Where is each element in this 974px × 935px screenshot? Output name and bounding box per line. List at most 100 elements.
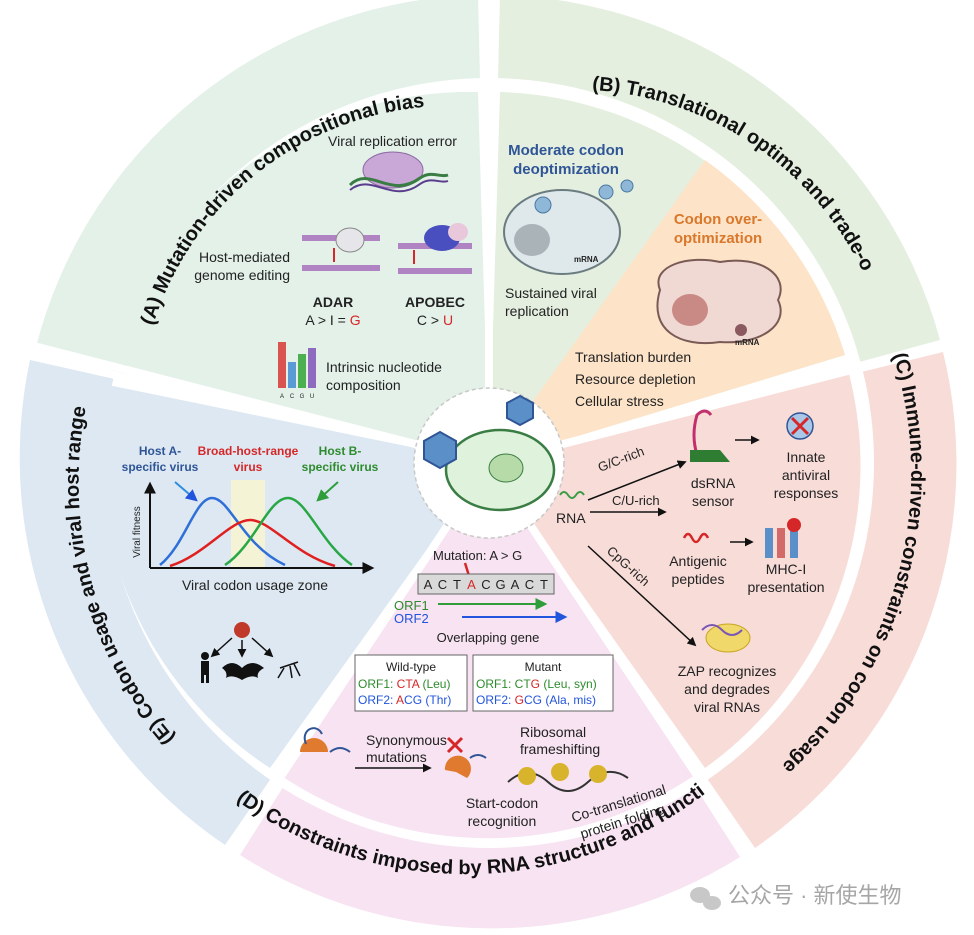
- label-moderate-2: deoptimization: [513, 161, 619, 178]
- label-over-2: optimization: [674, 230, 762, 247]
- apobec-illustration: [398, 223, 472, 274]
- antigenic-peptide-icon: [682, 532, 710, 544]
- label-mrna-b2: mRNA: [735, 338, 760, 347]
- label-frameshift-2: frameshifting: [520, 741, 600, 757]
- label-intrinsic-1: Intrinsic nucleotide: [326, 359, 442, 375]
- label-zap-2: and degrades: [684, 681, 770, 697]
- innate-virus-icon: [786, 412, 814, 440]
- sector-c-inner: [489, 370, 861, 768]
- polysome-illustration: [507, 763, 629, 792]
- adar-illustration: [302, 227, 380, 271]
- wild-type-orf2: ORF2: ACG (Thr): [358, 693, 451, 707]
- label-y-axis: Viral fitness: [132, 506, 143, 558]
- host-icons: [201, 622, 301, 683]
- label-dsrna-1: dsRNA: [691, 475, 736, 491]
- nucleotide-bar-label: U: [310, 394, 314, 400]
- nucleotide-bar-label: C: [290, 394, 295, 400]
- sequence-letter: G: [495, 577, 505, 592]
- label-start-codon-2: recognition: [468, 813, 537, 829]
- label-replication-error: Viral replication error: [328, 133, 457, 149]
- nucleotide-bar: [278, 342, 286, 388]
- label-host-a-1: Host A-: [139, 444, 181, 458]
- label-overlapping: Overlapping gene: [437, 630, 540, 645]
- label-orf1: ORF1: [394, 598, 429, 613]
- zap-illustration: [701, 623, 751, 653]
- section-c-content: RNA G/C-rich C/U-rich CpG-rich dsRNA sen…: [556, 409, 838, 715]
- label-host-editing-1: Host-mediated: [199, 249, 290, 265]
- label-zap-3: viral RNAs: [694, 699, 760, 715]
- curve-host-b: [224, 496, 353, 567]
- nucleotide-bar: [298, 354, 306, 388]
- sequence-letter: C: [438, 577, 447, 592]
- label-cu-rich: C/U-rich: [612, 493, 660, 508]
- label-x-axis: Viral codon usage zone: [182, 577, 328, 593]
- normal-cell-illustration: mRNA: [503, 179, 634, 275]
- blocked-ribosome-icon: [444, 736, 487, 778]
- label-innate-2: antiviral: [782, 467, 830, 483]
- label-moderate-1: Moderate codon: [508, 142, 624, 159]
- mutant-orf2: ORF2: GCG (Ala, mis): [476, 693, 596, 707]
- label-mhc-1: MHC-I: [766, 561, 806, 577]
- label-rna: RNA: [556, 510, 586, 526]
- label-dsrna-2: sensor: [692, 493, 734, 509]
- sequence-letter: T: [453, 577, 461, 592]
- sector-dividers: [29, 0, 946, 855]
- label-burden-1: Translation burden: [575, 349, 691, 365]
- label-frameshift-1: Ribosomal: [520, 724, 586, 740]
- nucleotide-bar: [288, 362, 296, 388]
- nucleotide-bar-label: G: [300, 394, 305, 400]
- label-host-b-2: specific virus: [302, 460, 379, 474]
- curve-broad: [169, 518, 336, 568]
- label-mutation: Mutation: A > G: [433, 548, 522, 563]
- label-host-a-2: specific virus: [122, 460, 199, 474]
- nucleotide-bar: [308, 348, 316, 388]
- wild-type-title: Wild-type: [386, 660, 436, 674]
- sector-d-inner: [280, 463, 695, 839]
- wild-type-orf1: ORF1: CTA (Leu): [358, 677, 450, 691]
- section-e-content: Host A- specific virus Broad-host-range …: [122, 444, 379, 683]
- section-b-content: Moderate codon deoptimization mRNA Susta…: [503, 142, 782, 409]
- sequence-letter: A: [511, 577, 520, 592]
- bat-icon: [222, 663, 264, 680]
- label-intrinsic-2: composition: [326, 377, 401, 393]
- label-zap-1: ZAP recognizes: [678, 663, 777, 679]
- adar-change: A > I = G: [305, 312, 360, 328]
- label-innate-1: Innate: [787, 449, 826, 465]
- label-apobec: APOBEC: [405, 294, 465, 310]
- wechat-icon: [690, 887, 721, 910]
- label-sustained-2: replication: [505, 303, 569, 319]
- ribosome-illustration-left: [300, 727, 351, 753]
- label-host-editing-2: genome editing: [194, 267, 290, 283]
- label-burden-3: Cellular stress: [575, 393, 664, 409]
- rna-strand: [559, 491, 585, 499]
- label-synonymous-1: Synonymous: [366, 732, 447, 748]
- label-mhc-2: presentation: [747, 579, 824, 595]
- sequence-letter: A: [424, 577, 433, 592]
- replication-enzyme-illustration: [348, 151, 449, 193]
- human-icon: [201, 652, 209, 683]
- sequence-letter: C: [525, 577, 534, 592]
- label-orf2: ORF2: [394, 611, 429, 626]
- watermark-text: 公众号 · 新使生物: [728, 883, 902, 908]
- label-burden-2: Resource depletion: [575, 371, 696, 387]
- watermark: 公众号 · 新使生物: [690, 883, 902, 910]
- stressed-cell-illustration: mRNA: [656, 258, 782, 347]
- sequence-letter: C: [481, 577, 490, 592]
- mhc-illustration: [765, 518, 801, 558]
- label-antigenic-2: peptides: [672, 571, 725, 587]
- label-start-codon-1: Start-codon: [466, 795, 538, 811]
- label-adar: ADAR: [313, 294, 353, 310]
- label-broad-1: Broad-host-range: [198, 444, 299, 458]
- label-broad-2: virus: [234, 460, 263, 474]
- label-over-1: Codon over-: [674, 211, 762, 228]
- label-sustained-1: Sustained viral: [505, 285, 597, 301]
- center-illustration: [413, 387, 565, 539]
- apobec-change: C > U: [417, 312, 453, 328]
- sequence-letter: A: [467, 577, 476, 592]
- sector-e-inner: [101, 385, 489, 768]
- label-antigenic-1: Antigenic: [669, 553, 727, 569]
